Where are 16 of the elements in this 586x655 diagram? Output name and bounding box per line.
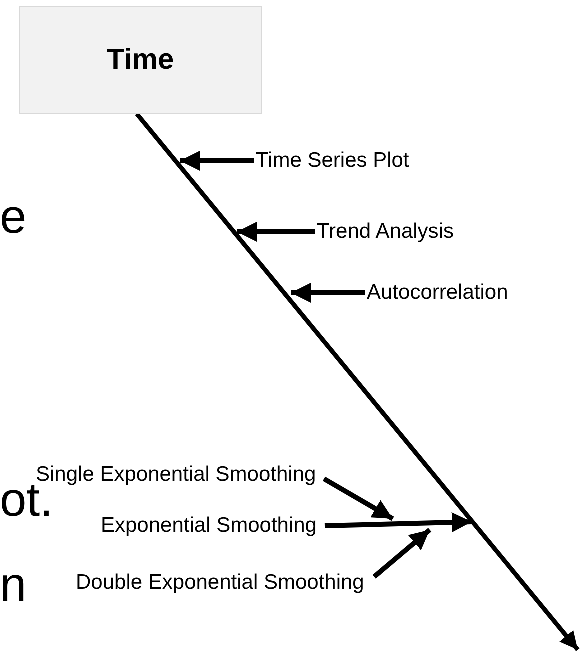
cause-label: Time Series Plot — [256, 149, 410, 173]
category-box: Time — [19, 6, 262, 114]
arrow — [372, 528, 432, 579]
cause-label: Autocorrelation — [367, 281, 508, 305]
cause-label: Double Exponential Smoothing — [76, 571, 364, 595]
arrow — [237, 222, 315, 242]
arrow — [135, 112, 580, 652]
cause-label: Single Exponential Smoothing — [36, 463, 316, 487]
arrow — [322, 476, 394, 522]
arrow — [180, 151, 254, 171]
cut-off-text: n — [0, 560, 27, 612]
cut-off-text: e — [0, 192, 27, 244]
arrow — [291, 283, 365, 303]
cause-label: Trend Analysis — [317, 220, 454, 244]
arrow — [324, 512, 472, 533]
cause-label: Exponential Smoothing — [101, 514, 317, 538]
